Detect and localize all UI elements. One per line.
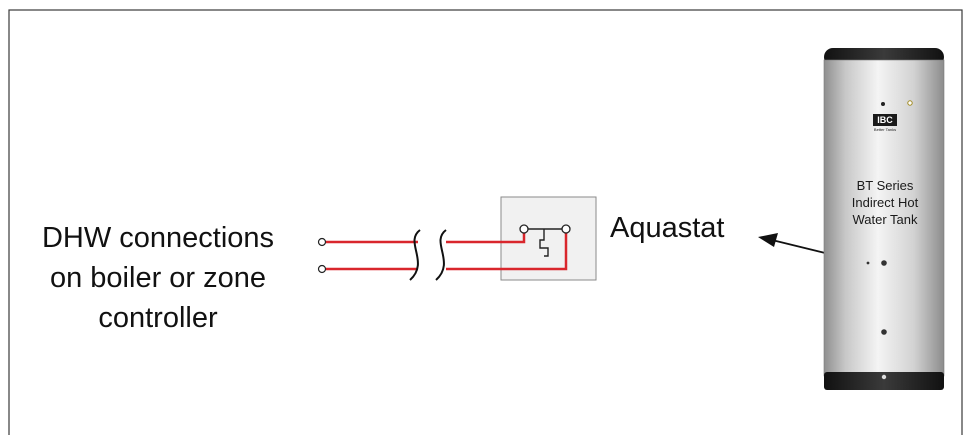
dhw-label-line3: controller	[98, 302, 218, 334]
tank-bottom-cap	[824, 372, 944, 390]
dhw-label-line1: DHW connections	[41, 222, 275, 254]
tank-logo-tagline: Better Tanks	[873, 127, 897, 132]
switch-symbol	[519, 224, 571, 257]
tank-port-lower	[881, 329, 887, 335]
terminal-dhw-1	[317, 237, 327, 247]
aquastat-well-dot	[866, 261, 870, 265]
dhw-connections-label: DHW connections on boiler or zone contro…	[18, 218, 298, 338]
dhw-label-line2: on boiler or zone	[49, 262, 267, 294]
diagram-border	[8, 9, 963, 435]
tank-label: BT Series Indirect Hot Water Tank	[822, 177, 948, 228]
tank-label-line1: BT Series	[856, 178, 914, 193]
wire-pair-left	[326, 240, 418, 271]
tank-logo: IBC	[873, 114, 897, 126]
tank-port-top	[881, 102, 885, 106]
aquastat-label: Aquastat	[610, 212, 725, 244]
water-tank	[823, 48, 945, 390]
wire-break-symbol	[409, 229, 447, 281]
tank-body	[823, 59, 945, 377]
terminal-dhw-2	[317, 264, 327, 274]
tank-port-bottom	[881, 374, 887, 380]
tank-indicator-light	[907, 100, 913, 106]
tank-port-middle	[881, 260, 887, 266]
tank-label-line2: Indirect Hot	[851, 195, 919, 210]
aquastat-box	[500, 196, 597, 281]
tank-label-line3: Water Tank	[852, 212, 918, 227]
